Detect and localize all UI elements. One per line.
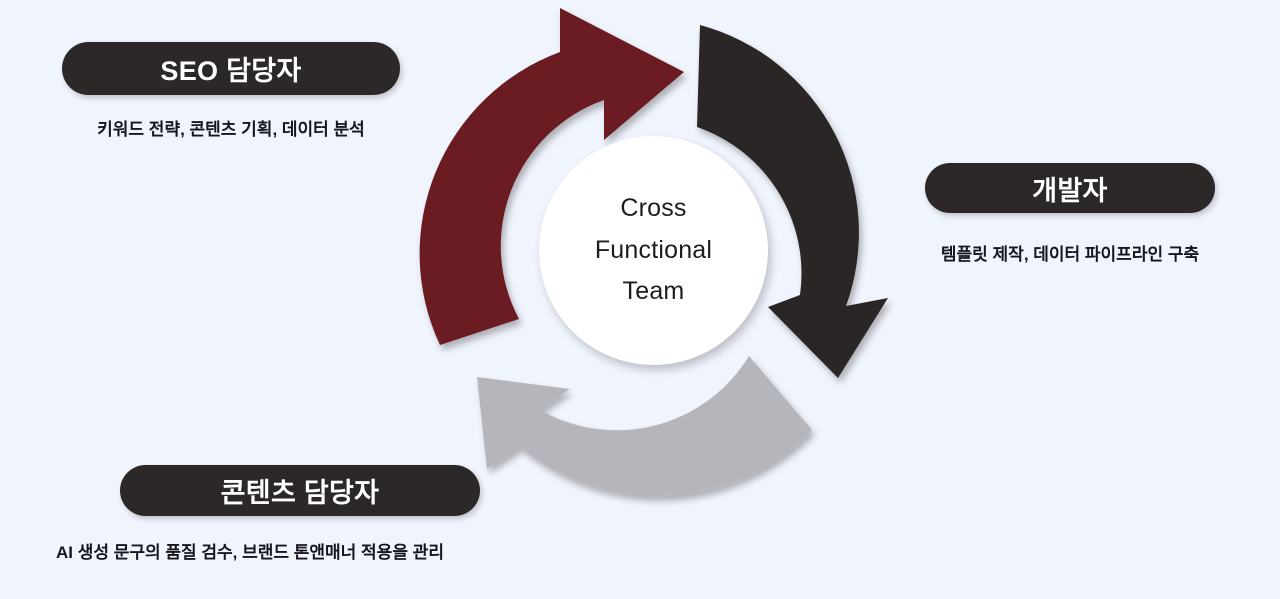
center-circle: Cross Functional Team bbox=[539, 136, 768, 365]
role-pill-content-label: 콘텐츠 담당자 bbox=[220, 478, 380, 508]
role-pill-content[interactable]: 콘텐츠 담당자 bbox=[120, 465, 480, 516]
center-label-line-1: Cross bbox=[620, 194, 687, 223]
role-description-developer: 템플릿 제작, 데이터 파이프라인 구축 bbox=[940, 245, 1200, 264]
center-label: Cross Functional Team bbox=[595, 188, 712, 313]
center-label-line-2: Functional bbox=[594, 235, 713, 264]
content-arrow bbox=[477, 356, 812, 497]
center-label-line-3: Team bbox=[622, 277, 685, 306]
role-pill-seo-label: SEO 담당자 bbox=[160, 56, 302, 86]
role-pill-developer-label: 개발자 bbox=[1032, 175, 1108, 206]
role-description-seo: 키워드 전략, 콘텐츠 기획, 데이터 분석 bbox=[97, 120, 365, 139]
role-pill-developer[interactable]: 개발자 bbox=[925, 163, 1215, 213]
role-pill-seo[interactable]: SEO 담당자 bbox=[62, 42, 400, 95]
role-description-content: AI 생성 문구의 품질 검수, 브랜드 톤앤매너 적용을 관리 bbox=[56, 543, 444, 562]
